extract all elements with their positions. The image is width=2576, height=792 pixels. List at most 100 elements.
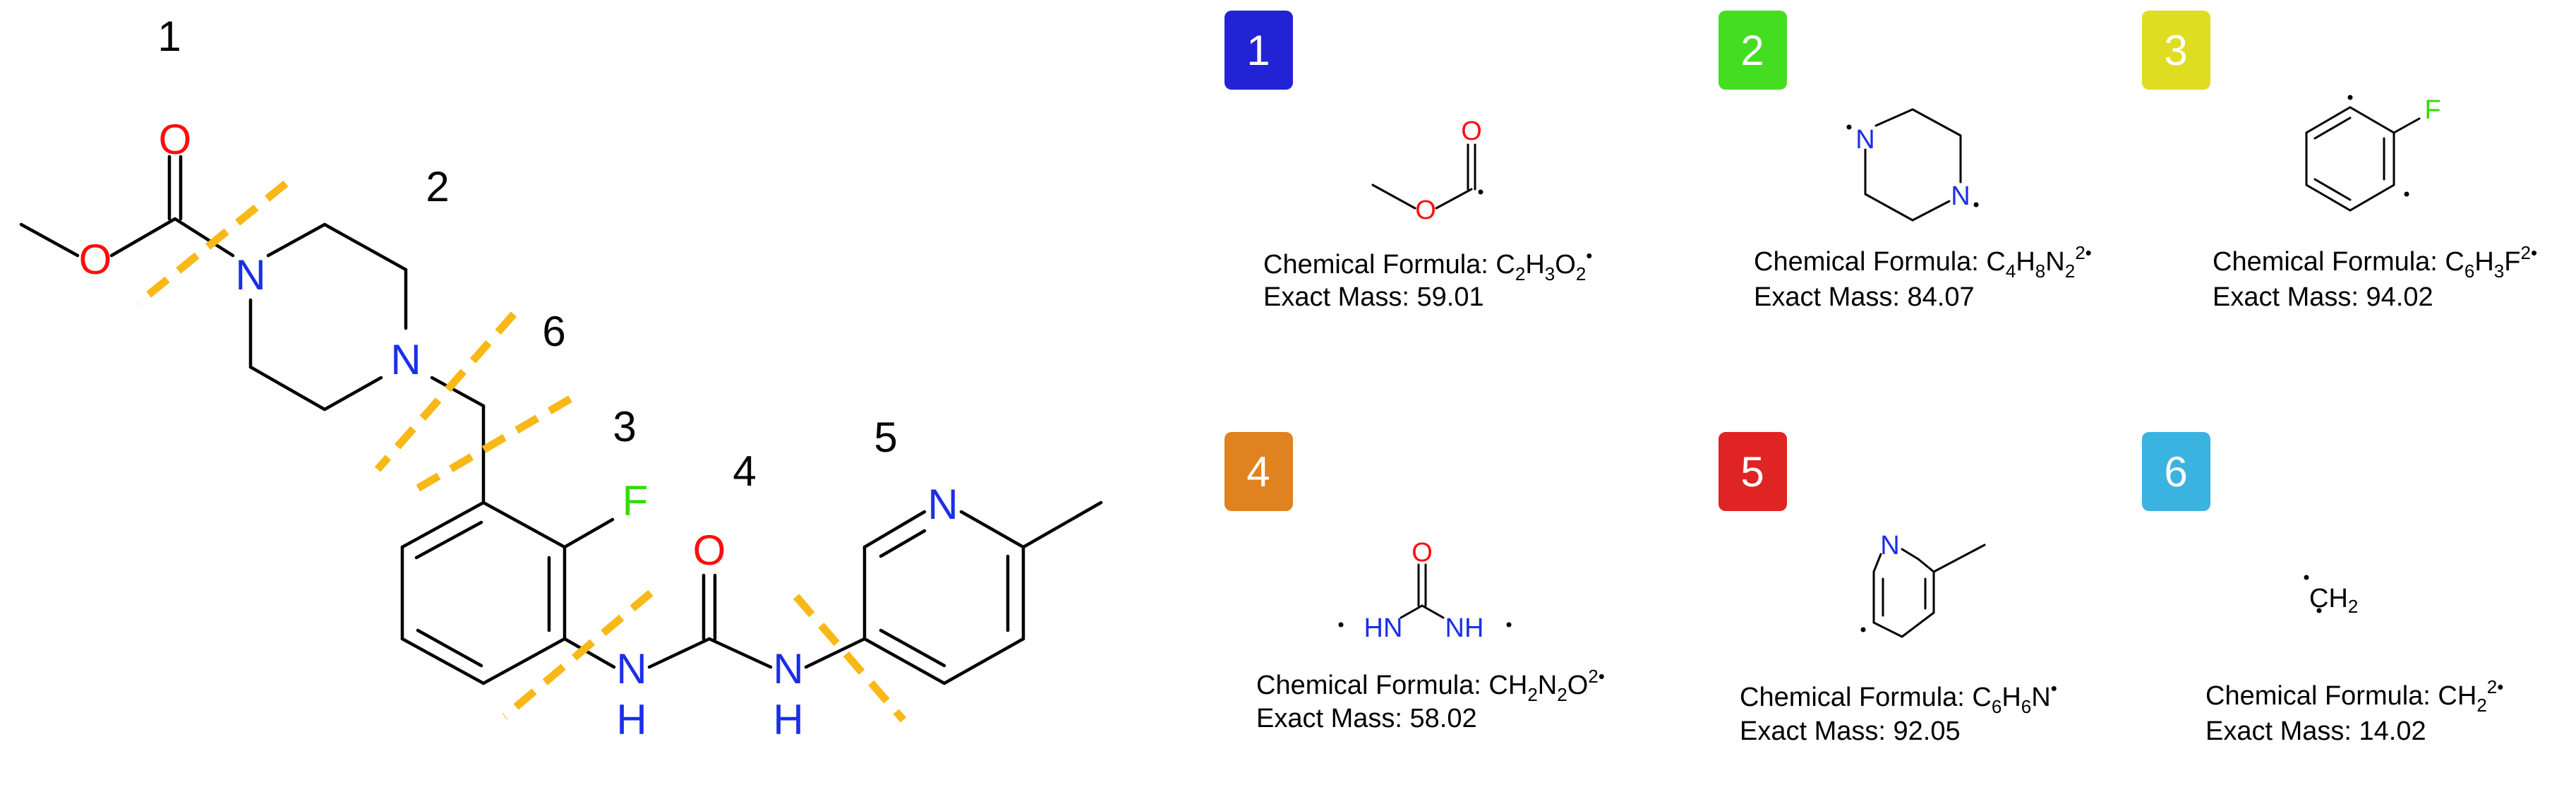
atom-o-carbonyl: O	[159, 116, 192, 163]
fragment-structure-2: N N	[1846, 108, 1979, 222]
atom-o-urea: O	[693, 527, 726, 574]
fragment-atom: N	[1951, 181, 1970, 211]
bond-pip	[266, 222, 327, 258]
fragment-label-4: 4	[733, 448, 756, 495]
bond-n-ch2	[430, 376, 486, 408]
fragment-card-6: 6 CH2 Chemical Formula: CH22• Exact Mass…	[2142, 432, 2503, 746]
atom-n-piperazine-1: N	[235, 251, 265, 299]
fragment-atom: NH	[1445, 613, 1484, 643]
bond-ring-inner	[414, 520, 483, 560]
atom-o-ester: O	[79, 236, 112, 283]
fragment-card-3: 3 F Chemical Formula: C6H3F2• Exact Mass…	[2142, 11, 2537, 312]
fragment-atom: N	[1880, 531, 1899, 560]
fragment-structure-1: O O	[1371, 116, 1483, 225]
fragment-badge-3	[2142, 11, 2210, 90]
bond-pyr	[942, 637, 1025, 685]
bond-c-n	[173, 217, 235, 258]
fragment-label-5: 5	[874, 414, 897, 461]
bond-c-n	[707, 637, 773, 669]
fragment-atom: N	[1855, 125, 1874, 155]
chemical-formula: Chemical Formula: C4H8N22•	[1754, 242, 2092, 282]
cut-line-5	[793, 594, 907, 723]
fragment-atom: F	[2424, 95, 2440, 125]
cut-line-3	[406, 395, 572, 498]
bond-ring-n	[562, 637, 616, 669]
fragment-atom: O	[1415, 196, 1436, 225]
fragment-structure-4: O HN NH	[1338, 538, 1512, 643]
fragment-badge-number: 6	[2164, 448, 2187, 496]
fragment-number-labels: 1 2 6 3 4 5	[157, 13, 897, 495]
bond-c-f	[562, 517, 615, 549]
fragment-badge-6	[2142, 432, 2210, 511]
bond-pyr	[862, 637, 946, 685]
cut-line-4	[502, 589, 654, 720]
bond-pip	[323, 222, 408, 272]
radical-dot	[1506, 622, 1512, 628]
atom-h-amide-2: H	[773, 696, 803, 743]
fragment-label-6: 6	[542, 308, 565, 355]
exact-mass: Exact Mass: 92.05	[1740, 716, 1961, 746]
fragment-structure-5: N	[1860, 531, 1986, 638]
fragment-label-2: 2	[426, 163, 449, 210]
bond-ring	[481, 500, 567, 549]
fragment-badge-2	[1719, 11, 1787, 90]
fragment-badge-5	[1719, 432, 1787, 511]
fragment-badge-number: 2	[1740, 27, 1764, 74]
fragment-card-1: 1 O O Chemical Formula: C2H3O2• Exact Ma…	[1224, 11, 1592, 312]
atom-fluorine: F	[622, 477, 649, 524]
fragment-badge-4	[1224, 432, 1293, 511]
atom-n-amide-1: N	[616, 645, 646, 692]
chemical-formula: Chemical Formula: C6H3F2•	[2213, 242, 2537, 282]
fragment-card-4: 4 O HN NH Chemical Formula: CH2N2O2• Exa…	[1224, 432, 1605, 733]
fragment-card-5: 5 N Chemical Formula: C6H6N• Exact Mass:…	[1719, 432, 2057, 746]
atom-n-piperazine-2: N	[390, 336, 421, 383]
fragment-badge-number: 5	[1740, 448, 1764, 496]
bond-pyr-inner	[879, 628, 946, 668]
fragment-badge-number: 1	[1246, 27, 1270, 74]
bond-o-c	[109, 217, 177, 258]
fragment-structure-6: CH2	[2304, 575, 2358, 617]
radical-dot	[2404, 191, 2409, 197]
fragment-atom: O	[1461, 116, 1482, 146]
exact-mass: Exact Mass: 14.02	[2205, 716, 2426, 746]
radical-dot	[1860, 627, 1866, 632]
bond-methyl-o	[19, 222, 80, 258]
fragment-structure-3: F	[2305, 95, 2441, 212]
fragment-atom: O	[1412, 538, 1433, 568]
cut-line-1	[135, 180, 289, 307]
fragment-badge-number: 3	[2164, 27, 2187, 74]
radical-dot	[1338, 622, 1344, 628]
exact-mass: Exact Mass: 58.02	[1256, 704, 1477, 733]
cleavage-lines	[135, 180, 907, 723]
radical-dot	[1478, 189, 1483, 195]
radical-dot	[1973, 202, 1979, 208]
bond-ring-inner	[416, 628, 483, 668]
fragment-card-2: 2 N N Chemical Formula: C4H8N22• Exact M…	[1719, 11, 2092, 312]
fragment-atom: CH2	[2309, 584, 2358, 617]
parent-molecule: O O N N F O N H N H N 1 2 6 3 4 5	[19, 13, 1103, 743]
fragment-label-3: 3	[613, 403, 636, 450]
parent-bonds	[19, 155, 1103, 685]
fragment-label-1: 1	[157, 13, 181, 60]
chemical-formula: Chemical Formula: CH2N2O2•	[1256, 666, 1605, 705]
atom-n-pyridine: N	[927, 481, 958, 528]
atom-n-amide-2: N	[773, 645, 803, 692]
bond-pyr-methyl	[1021, 500, 1103, 549]
cut-line-6	[374, 311, 517, 472]
bond-pyr	[959, 510, 1025, 549]
radical-dot	[2304, 575, 2309, 580]
bond-n-pyr	[804, 637, 867, 669]
bond-pyr-inner	[879, 529, 927, 558]
chemical-formula: Chemical Formula: C6H6N•	[1740, 678, 2057, 717]
bond-n-c	[647, 637, 711, 669]
fragment-badge-number: 4	[1246, 448, 1270, 496]
fragment-badge-1	[1224, 11, 1293, 90]
exact-mass: Exact Mass: 84.07	[1754, 282, 1975, 312]
exact-mass: Exact Mass: 59.01	[1263, 282, 1484, 312]
bond-ring	[400, 500, 486, 549]
bond-ring	[481, 637, 567, 685]
radical-dot	[2347, 95, 2353, 100]
atom-h-amide-1: H	[616, 696, 646, 743]
chemical-formula: Chemical Formula: CH22•	[2205, 676, 2503, 716]
